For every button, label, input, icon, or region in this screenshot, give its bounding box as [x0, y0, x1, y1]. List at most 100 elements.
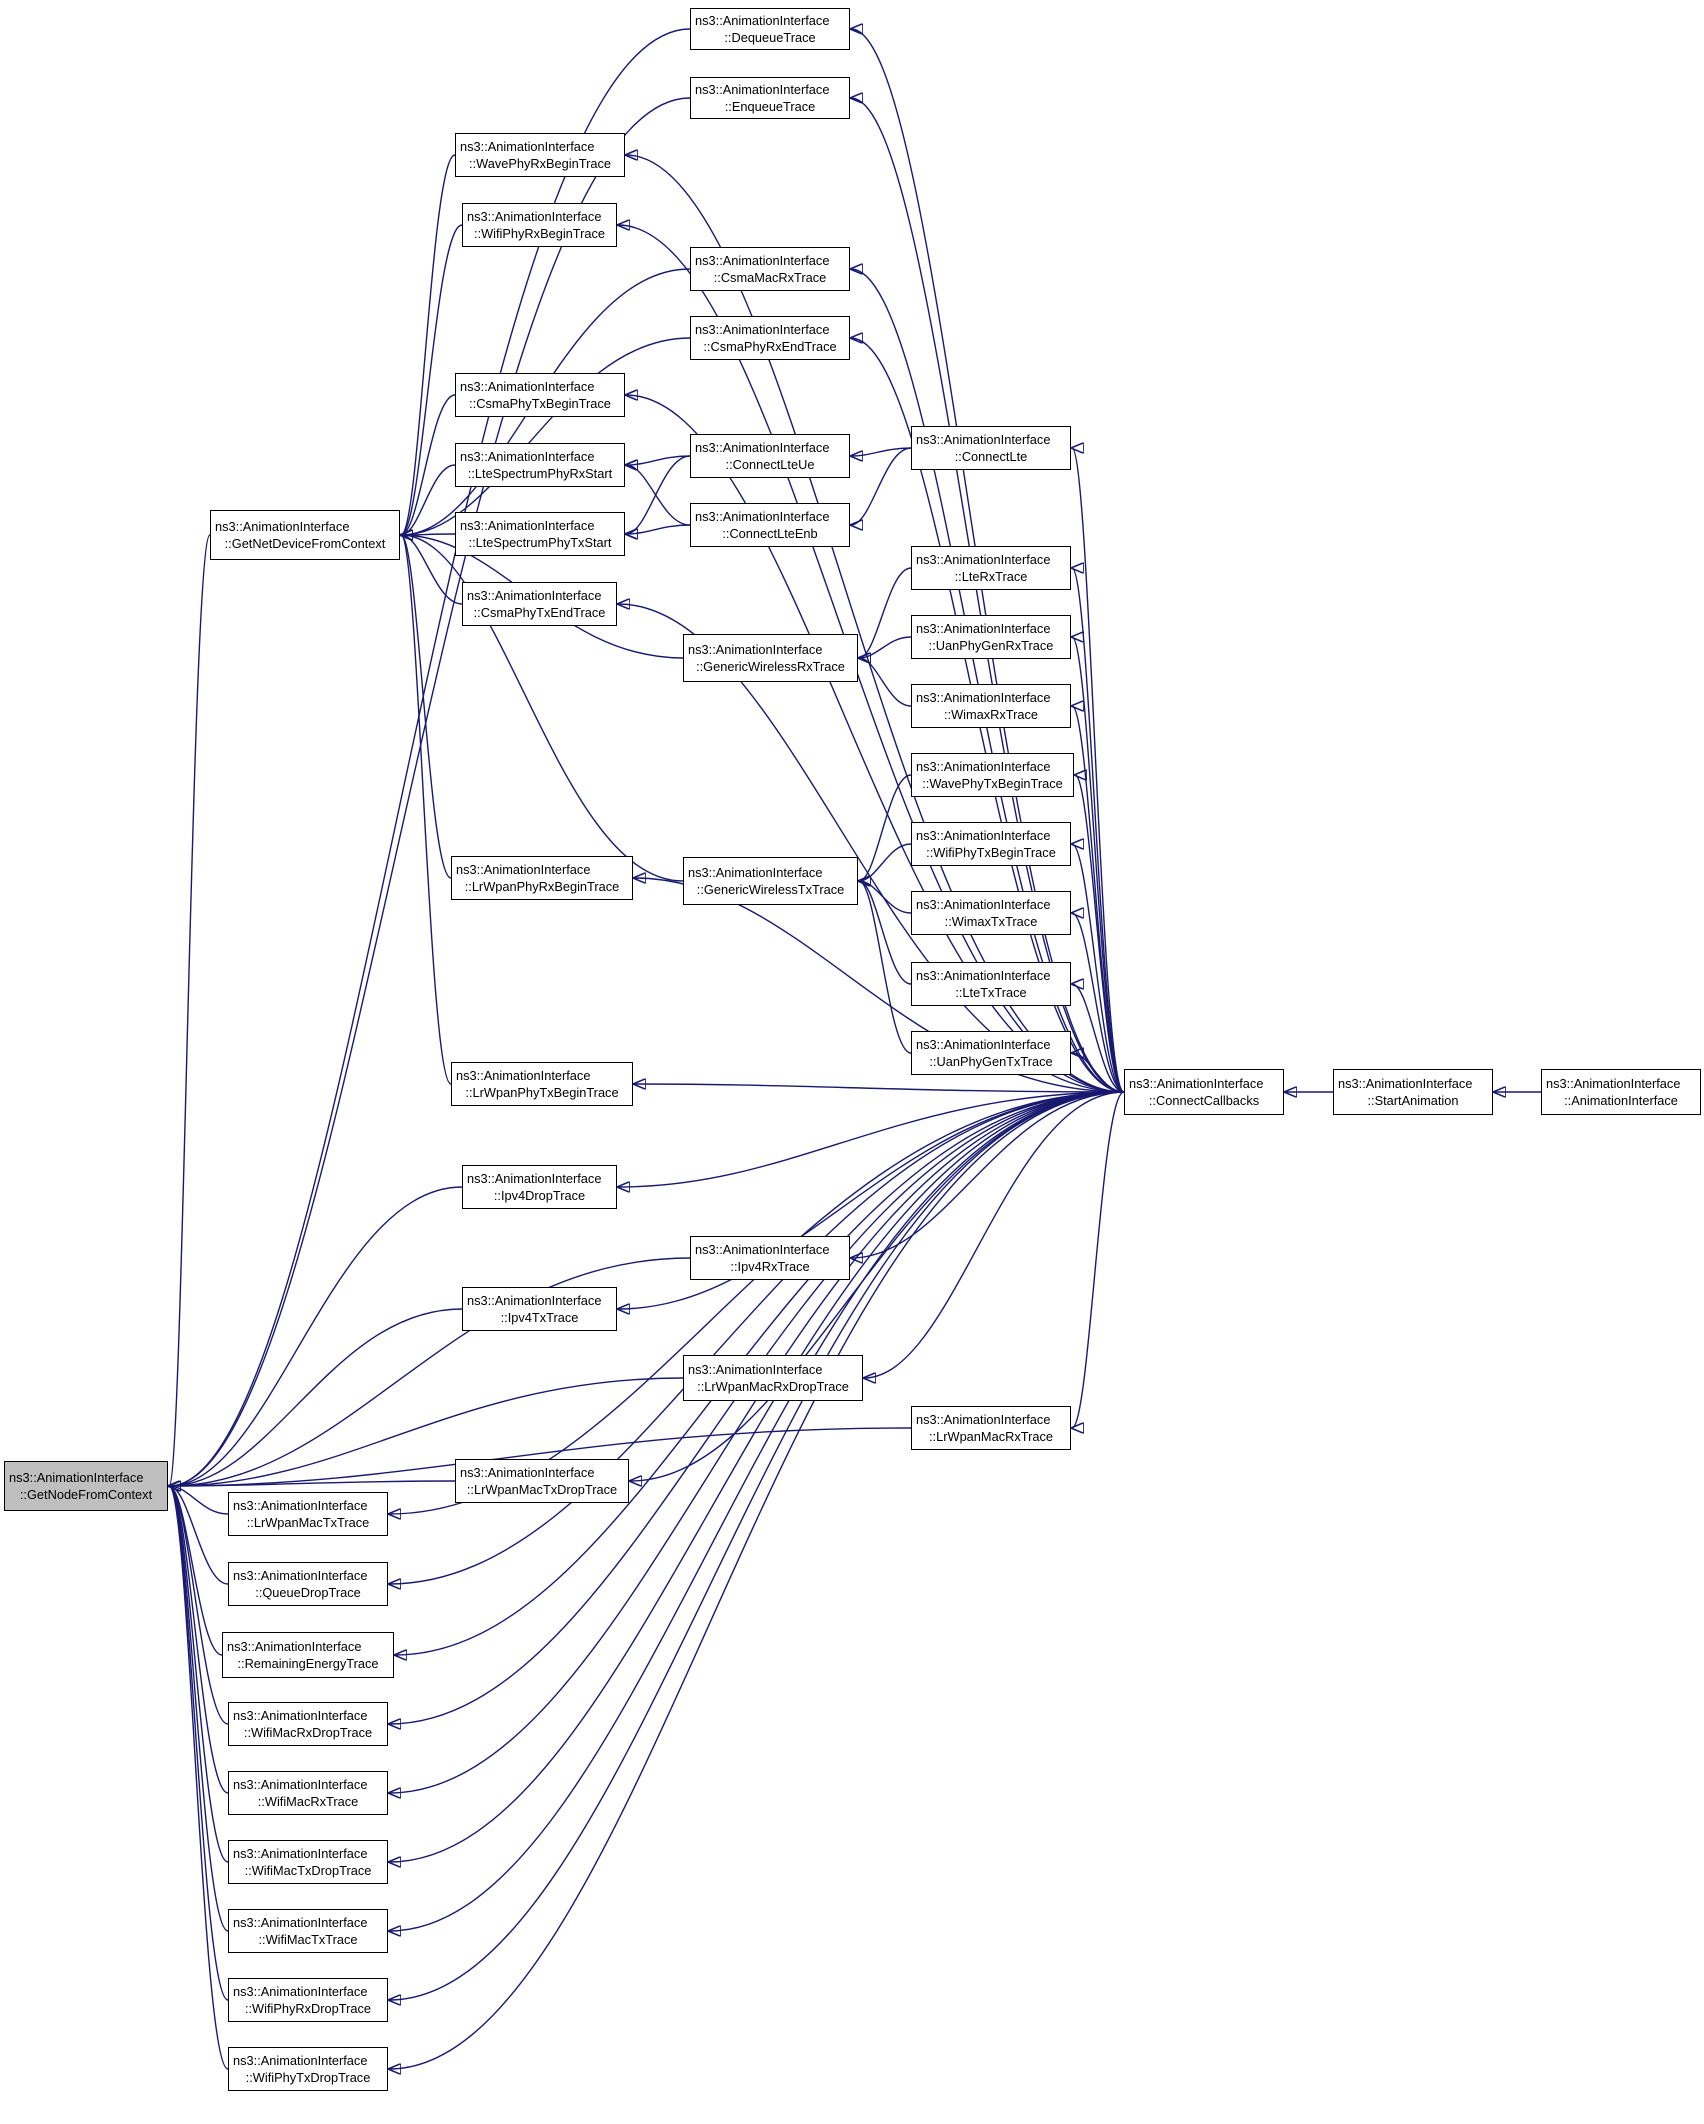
- node-label-line1: ns3::AnimationInterface: [460, 1465, 595, 1480]
- node-label-line2: ::UanPhyGenTxTrace: [929, 1054, 1053, 1069]
- node-label-line1: ns3::AnimationInterface: [460, 518, 595, 533]
- node-label-line1: ns3::AnimationInterface: [916, 621, 1051, 636]
- node-wimaxtx[interactable]: ns3::AnimationInterface::WimaxTxTrace: [911, 891, 1071, 935]
- node-label-line2: ::RemainingEnergyTrace: [237, 1656, 379, 1671]
- node-lrwpanmactxdrop[interactable]: ns3::AnimationInterface::LrWpanMacTxDrop…: [455, 1459, 629, 1503]
- edge-dequeue-to-getnode: [169, 28, 691, 1486]
- edge-wifimactx-to-getnode: [169, 1486, 229, 1932]
- node-ltespectx[interactable]: ns3::AnimationInterface::LteSpectrumPhyT…: [455, 512, 625, 556]
- node-label-line1: ns3::AnimationInterface: [695, 253, 830, 268]
- node-label-line2: ::DequeueTrace: [724, 30, 816, 45]
- node-genwirelessrx[interactable]: ns3::AnimationInterface::GenericWireless…: [683, 634, 858, 682]
- edge-connectcallbacks-to-ltetx: [1072, 984, 1125, 1093]
- node-label-line2: ::LrWpanMacRxDropTrace: [697, 1379, 849, 1394]
- node-label-line1: ns3::AnimationInterface: [233, 1777, 368, 1792]
- node-connectcallbacks[interactable]: ns3::AnimationInterface::ConnectCallback…: [1124, 1069, 1284, 1115]
- edge-connectlte-to-connectlteenb: [851, 447, 912, 525]
- node-lrwpantxbegin[interactable]: ns3::AnimationInterface::LrWpanPhyTxBegi…: [451, 1062, 633, 1106]
- node-label-line1: ns3::AnimationInterface: [916, 828, 1051, 843]
- node-label-line2: ::WifiPhyTxDropTrace: [245, 2070, 371, 2085]
- node-ltespecrx[interactable]: ns3::AnimationInterface::LteSpectrumPhyR…: [455, 443, 625, 487]
- edge-connectcallbacks-to-uantx: [1072, 1053, 1125, 1093]
- node-getnetdev[interactable]: ns3::AnimationInterface::GetNetDeviceFro…: [210, 510, 400, 560]
- node-wifiphytxdrop[interactable]: ns3::AnimationInterface::WifiPhyTxDropTr…: [228, 2047, 388, 2091]
- node-lterx[interactable]: ns3::AnimationInterface::LteRxTrace: [911, 546, 1071, 590]
- edge-csmaphytxbegin-to-getnetdev: [401, 394, 456, 535]
- node-label-line1: ns3::AnimationInterface: [916, 1412, 1051, 1427]
- node-label-line1: ns3::AnimationInterface: [233, 2053, 368, 2068]
- edge-genwirelesstx-to-getnetdev: [401, 535, 684, 882]
- node-getnode[interactable]: ns3::AnimationInterface::GetNodeFromCont…: [4, 1461, 168, 1511]
- node-waverxbegin[interactable]: ns3::AnimationInterface::WavePhyRxBeginT…: [455, 133, 625, 177]
- node-connectlteenb[interactable]: ns3::AnimationInterface::ConnectLteEnb: [690, 503, 850, 547]
- node-label-line1: ns3::AnimationInterface: [688, 865, 823, 880]
- node-wifirxbegin[interactable]: ns3::AnimationInterface::WifiPhyRxBeginT…: [462, 203, 617, 247]
- node-label-line1: ns3::AnimationInterface: [233, 1568, 368, 1583]
- node-label-line2: ::Ipv4RxTrace: [730, 1259, 810, 1274]
- node-label-line2: ::WavePhyRxBeginTrace: [468, 156, 611, 171]
- node-ltetx[interactable]: ns3::AnimationInterface::LteTxTrace: [911, 962, 1071, 1006]
- node-lrwpanmacrx[interactable]: ns3::AnimationInterface::LrWpanMacRxTrac…: [911, 1406, 1071, 1450]
- node-label-line2: ::WimaxTxTrace: [944, 914, 1038, 929]
- node-csmaphyrxend[interactable]: ns3::AnimationInterface::CsmaPhyRxEndTra…: [690, 316, 850, 360]
- node-label-line1: ns3::AnimationInterface: [916, 968, 1051, 983]
- edge-connectcallbacks-to-lrwpanmacrx: [1072, 1091, 1125, 1428]
- node-ipv4rx[interactable]: ns3::AnimationInterface::Ipv4RxTrace: [690, 1236, 850, 1280]
- node-label-line2: ::CsmaPhyTxEndTrace: [473, 605, 606, 620]
- node-remainingenergy[interactable]: ns3::AnimationInterface::RemainingEnergy…: [222, 1632, 394, 1678]
- node-csmaphytxbegin[interactable]: ns3::AnimationInterface::CsmaPhyTxBeginT…: [455, 373, 625, 417]
- node-wimaxrx[interactable]: ns3::AnimationInterface::WimaxRxTrace: [911, 684, 1071, 728]
- edge-wifiphytxdrop-to-getnode: [169, 1486, 229, 2070]
- node-label-line2: ::WifiMacTxTrace: [258, 1932, 358, 1947]
- edge-connectcallbacks-to-wifiphyrxdrop: [389, 1091, 1125, 2000]
- node-label-line2: ::LteSpectrumPhyTxStart: [468, 535, 612, 550]
- node-queuedrop[interactable]: ns3::AnimationInterface::QueueDropTrace: [228, 1562, 388, 1606]
- node-ipv4drop[interactable]: ns3::AnimationInterface::Ipv4DropTrace: [462, 1165, 617, 1209]
- node-label-line2: ::ConnectLteUe: [725, 457, 815, 472]
- node-lrwpanrxbegin[interactable]: ns3::AnimationInterface::LrWpanPhyRxBegi…: [451, 856, 633, 900]
- node-wifimactx[interactable]: ns3::AnimationInterface::WifiMacTxTrace: [228, 1909, 388, 1953]
- node-label-line1: ns3::AnimationInterface: [695, 440, 830, 455]
- edge-ipv4drop-to-getnode: [169, 1186, 463, 1486]
- node-animinterface[interactable]: ns3::AnimationInterface::AnimationInterf…: [1541, 1069, 1701, 1115]
- node-wifiphyrxdrop[interactable]: ns3::AnimationInterface::WifiPhyRxDropTr…: [228, 1978, 388, 2022]
- node-label-line1: ns3::AnimationInterface: [695, 13, 830, 28]
- node-label-line1: ns3::AnimationInterface: [1338, 1076, 1473, 1091]
- node-lrwpanmacrxdrop[interactable]: ns3::AnimationInterface::LrWpanMacRxDrop…: [683, 1355, 863, 1401]
- node-wifimactxdrop[interactable]: ns3::AnimationInterface::WifiMacTxDropTr…: [228, 1840, 388, 1884]
- edge-wifimacrx-to-getnode: [169, 1486, 229, 1794]
- node-connectlteue[interactable]: ns3::AnimationInterface::ConnectLteUe: [690, 434, 850, 478]
- edge-ipv4tx-to-getnode: [169, 1308, 463, 1486]
- node-csmaphytxend[interactable]: ns3::AnimationInterface::CsmaPhyTxEndTra…: [462, 582, 617, 626]
- node-ipv4tx[interactable]: ns3::AnimationInterface::Ipv4TxTrace: [462, 1287, 617, 1331]
- node-wifimacrx[interactable]: ns3::AnimationInterface::WifiMacRxTrace: [228, 1771, 388, 1815]
- node-startanimation[interactable]: ns3::AnimationInterface::StartAnimation: [1333, 1069, 1493, 1115]
- edge-connectcallbacks-to-lterx: [1072, 568, 1125, 1093]
- node-label-line1: ns3::AnimationInterface: [695, 82, 830, 97]
- node-label-line2: ::LteTxTrace: [955, 985, 1027, 1000]
- node-label-line1: ns3::AnimationInterface: [916, 759, 1051, 774]
- edge-lrwpanmacrxdrop-to-getnode: [169, 1377, 684, 1486]
- edge-uantx-to-genwirelesstx: [859, 881, 912, 1054]
- node-lrwpanmactx[interactable]: ns3::AnimationInterface::LrWpanMacTxTrac…: [228, 1492, 388, 1536]
- node-csmamacrx[interactable]: ns3::AnimationInterface::CsmaMacRxTrace: [690, 247, 850, 291]
- node-wavetxbegin[interactable]: ns3::AnimationInterface::WavePhyTxBeginT…: [911, 753, 1074, 797]
- node-connectlte[interactable]: ns3::AnimationInterface::ConnectLte: [911, 426, 1071, 470]
- node-label-line2: ::Ipv4TxTrace: [500, 1310, 579, 1325]
- node-uantx[interactable]: ns3::AnimationInterface::UanPhyGenTxTrac…: [911, 1031, 1071, 1075]
- edge-getnetdev-to-getnode: [169, 534, 211, 1486]
- node-label-line2: ::GenericWirelessTxTrace: [696, 882, 845, 897]
- edge-connectlteenb-to-ltespectx: [626, 524, 691, 534]
- edge-connectcallbacks-to-wifimacrx: [389, 1091, 1125, 1793]
- node-uanrx[interactable]: ns3::AnimationInterface::UanPhyGenRxTrac…: [911, 615, 1071, 659]
- node-wifimacrxdrop[interactable]: ns3::AnimationInterface::WifiMacRxDropTr…: [228, 1702, 388, 1746]
- node-label-line1: ns3::AnimationInterface: [695, 1242, 830, 1257]
- edge-connectcallbacks-to-queuedrop: [389, 1091, 1125, 1584]
- edge-connectcallbacks-to-lrwpantxbegin: [634, 1084, 1125, 1093]
- node-enqueue[interactable]: ns3::AnimationInterface::EnqueueTrace: [690, 77, 850, 119]
- node-label-line2: ::WifiMacTxDropTrace: [244, 1863, 372, 1878]
- node-genwirelesstx[interactable]: ns3::AnimationInterface::GenericWireless…: [683, 857, 858, 905]
- node-dequeue[interactable]: ns3::AnimationInterface::DequeueTrace: [690, 8, 850, 50]
- node-wifitxbegin[interactable]: ns3::AnimationInterface::WifiPhyTxBeginT…: [911, 822, 1071, 866]
